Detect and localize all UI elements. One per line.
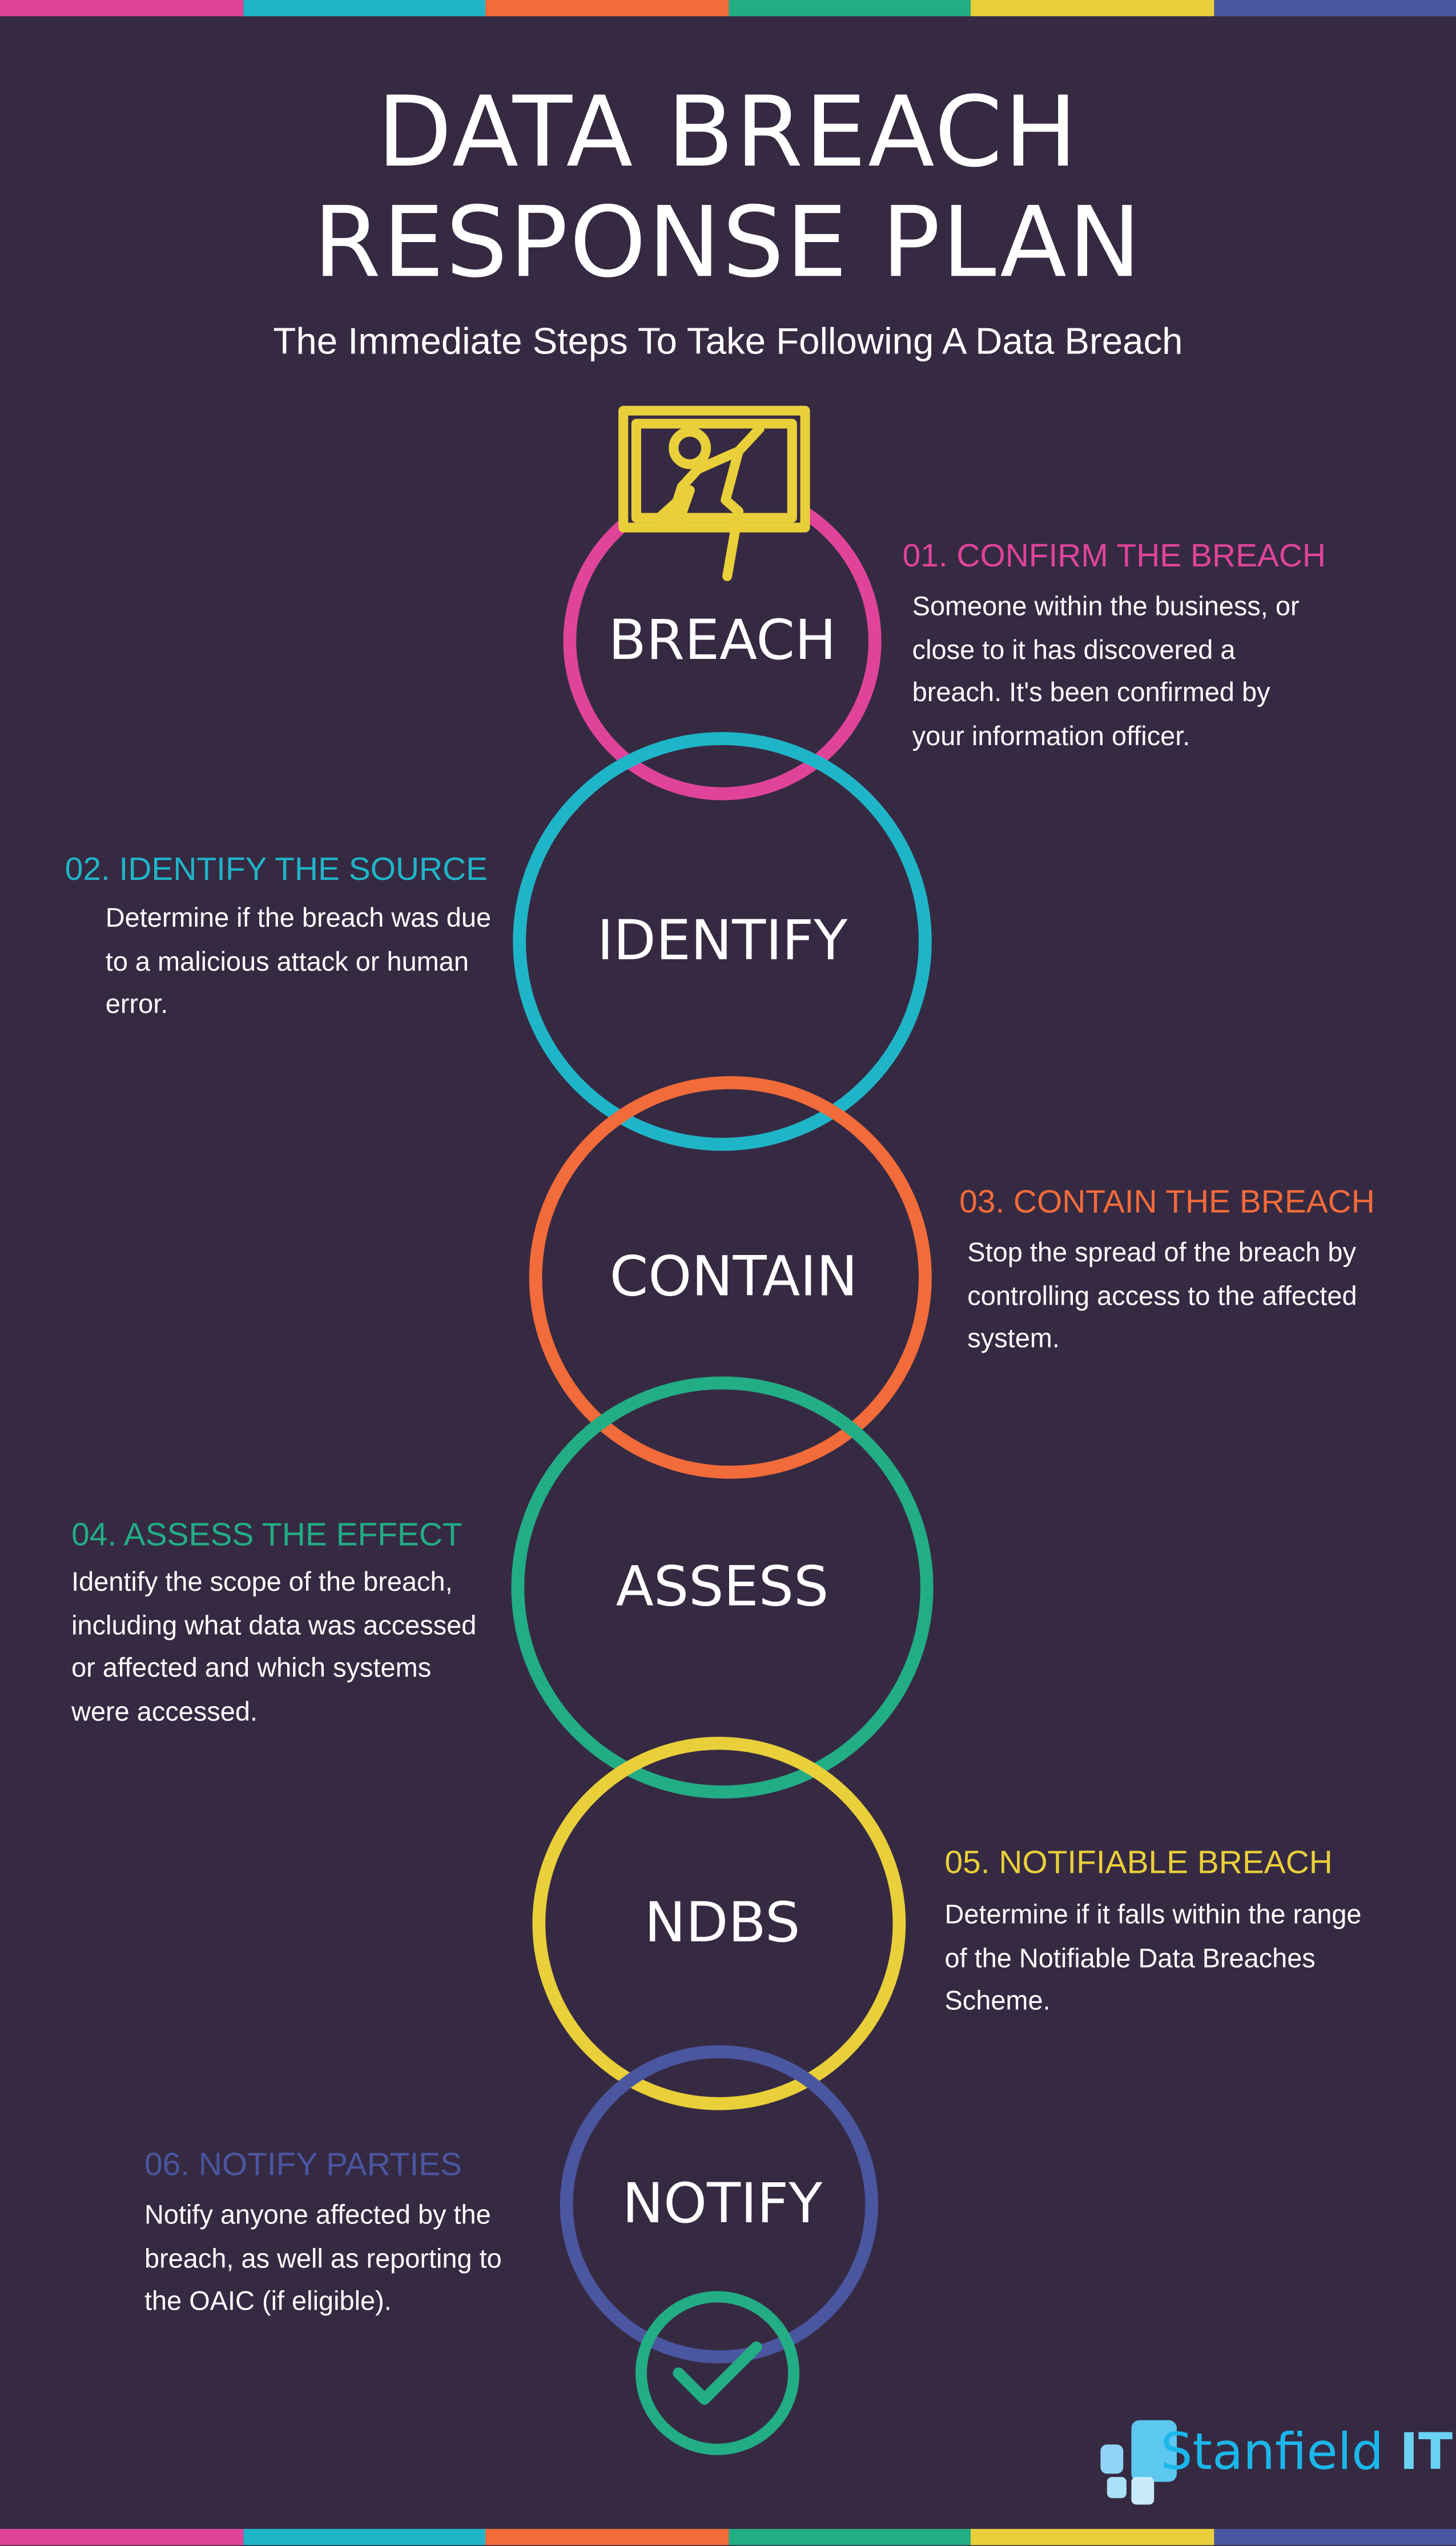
step-1-heading: 01. CONFIRM THE BREACH [902, 538, 1326, 575]
step-3-text: Stop the spread of the breach by control… [967, 1238, 1357, 1354]
top-color-bar [0, 0, 1456, 17]
circle-label-notify: NOTIFY [622, 2171, 823, 2237]
step-5-heading: 05. NOTIFIABLE BREACH [944, 1845, 1333, 1881]
check-icon [635, 2291, 800, 2455]
bottom-color-bar [0, 2529, 1456, 2545]
circle-identify [513, 732, 932, 1151]
step-6-heading: 06. NOTIFY PARTIES [144, 2147, 462, 2183]
circle-label-contain: CONTAIN [609, 1245, 858, 1310]
step-4-heading: 04. ASSESS THE EFFECT [71, 1518, 462, 1554]
circle-notify [560, 2045, 878, 2364]
circle-label-identify: IDENTIFY [597, 908, 848, 974]
circle-label-breach: BREACH [608, 609, 836, 674]
circle-label-ndbs: NDBS [644, 1891, 801, 1956]
circle-contain [529, 1076, 932, 1479]
title-line-1: DATA BREACH [377, 76, 1079, 190]
stanfield-logo-icon [1100, 2420, 1177, 2505]
step-2-heading: 02. IDENTIFY THE SOURCE [65, 852, 488, 888]
circle-label-assess: ASSESS [616, 1555, 829, 1620]
circle-assess [511, 1376, 934, 1799]
step-6-text: Notify anyone affected by the breach, as… [144, 2201, 502, 2316]
step-5-text: Determine if it falls within the range o… [944, 1900, 1362, 2016]
step-1-text: Someone within the business, or close to… [912, 592, 1300, 751]
step-2-text: Determine if the breach was due to a mal… [105, 904, 492, 1020]
title-line-2: RESPONSE PLAN [313, 186, 1143, 300]
circle-ndbs [532, 1736, 906, 2110]
logo-text: Stanfield IT [1160, 2423, 1453, 2482]
step-3-heading: 03. CONTAIN THE BREACH [959, 1185, 1375, 1221]
subtitle: The Immediate Steps To Take Following A … [273, 320, 1183, 362]
step-4-text: Identify the scope of the breach, includ… [71, 1568, 477, 1727]
intruder-window-icon [618, 405, 810, 581]
